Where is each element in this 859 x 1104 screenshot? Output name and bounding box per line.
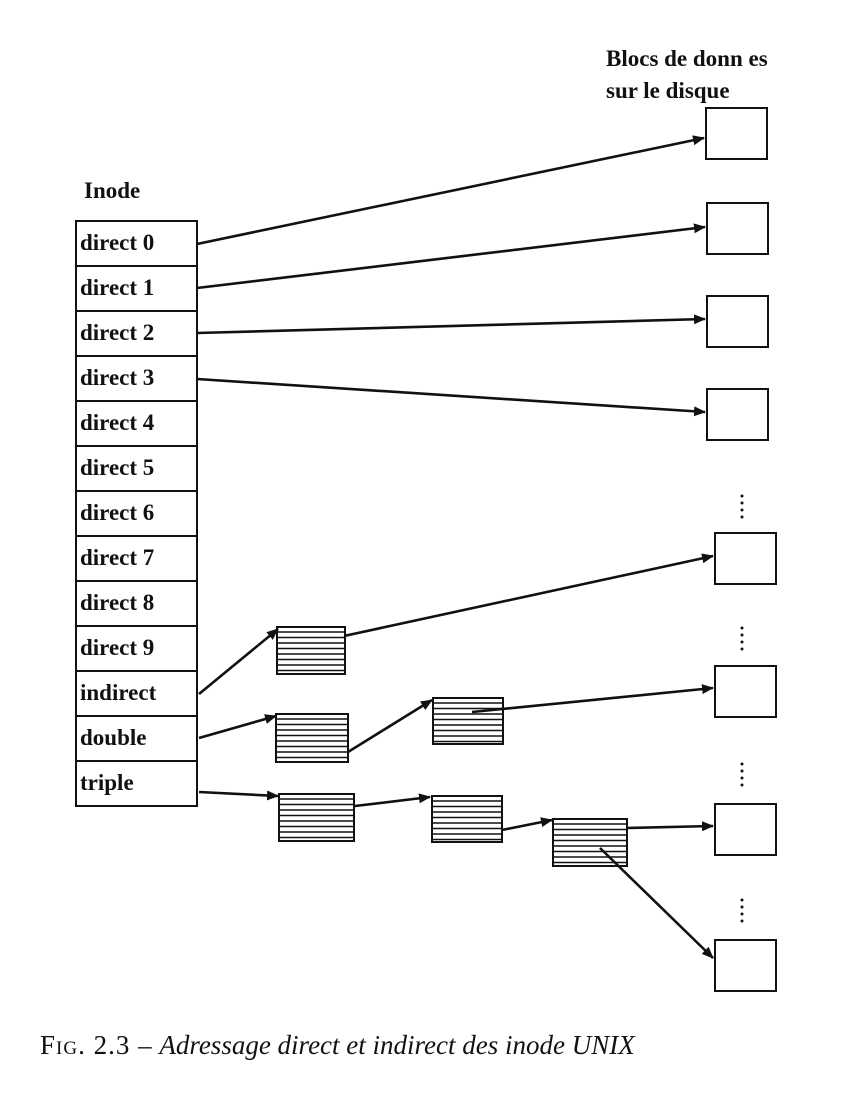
inode-entry-label: direct 4 xyxy=(80,410,155,435)
inode-row: direct 1 xyxy=(75,265,198,312)
figure-number: Fig. 2.3 – xyxy=(40,1030,153,1060)
data-block xyxy=(714,532,777,585)
inode-entry-label: direct 8 xyxy=(80,590,154,615)
data-block xyxy=(714,939,777,992)
vertical-ellipsis xyxy=(740,898,744,923)
inode-cell xyxy=(75,265,198,312)
inode-entry-label: indirect xyxy=(80,680,157,705)
double-indirect-level2-block xyxy=(432,697,504,745)
inode-row: direct 0 xyxy=(75,220,198,267)
pointer-arrows xyxy=(196,135,714,959)
inode-row: direct 3 xyxy=(75,355,198,402)
inode-cell xyxy=(75,355,198,402)
inode-cell xyxy=(75,760,198,807)
inode-cell xyxy=(75,625,198,672)
data-block xyxy=(706,388,769,441)
arrow-direct-2 xyxy=(196,314,706,335)
inode-entry-label: direct 6 xyxy=(80,500,154,525)
inode-cell xyxy=(75,715,198,762)
arrow-direct-3 xyxy=(196,377,706,417)
inode-cell xyxy=(75,535,198,582)
data-block xyxy=(706,295,769,348)
inode-cell xyxy=(75,445,198,492)
inode-row: triple xyxy=(75,760,198,807)
arrow-triple-to-data xyxy=(626,821,714,832)
inode-entry-label: direct 9 xyxy=(80,635,154,660)
arrow-direct-0 xyxy=(196,135,705,246)
triple-indirect-block xyxy=(278,793,355,842)
arrow-single-to-data xyxy=(343,553,714,638)
inode-cell xyxy=(75,670,198,717)
data-blocks xyxy=(705,107,777,992)
data-block xyxy=(705,107,768,160)
vertical-ellipsis xyxy=(740,626,744,651)
inode-row: direct 2 xyxy=(75,310,198,357)
inode-table: direct 0 direct 1 direct 2 direct 3 direct 4… xyxy=(75,220,198,807)
single-indirect-block xyxy=(276,626,346,675)
data-block xyxy=(714,665,777,718)
triple-indirect-level2-block xyxy=(431,795,503,843)
indirect-blocks xyxy=(275,626,628,867)
inode-entry-label: double xyxy=(80,725,146,750)
inode-entry-label: direct 7 xyxy=(80,545,154,570)
inode-entry-label: direct 0 xyxy=(80,230,154,255)
inode-row: direct 4 xyxy=(75,400,198,447)
double-indirect-block xyxy=(275,713,349,763)
inode-entry-label: triple xyxy=(80,770,134,795)
blocks-title-line-2: sur le disque xyxy=(606,78,730,103)
inode-row: direct 8 xyxy=(75,580,198,627)
arrow-triple-to-data-2 xyxy=(599,847,714,959)
inode-row: direct 9 xyxy=(75,625,198,672)
inode-entry-label: direct 1 xyxy=(80,275,154,300)
figure-caption: Fig. 2.3 – Adressage direct et indirect … xyxy=(40,1030,840,1061)
vertical-ellipsis xyxy=(740,494,744,519)
arrow-double-l1-to-l2 xyxy=(347,698,433,754)
inode-entry-label: direct 3 xyxy=(80,365,154,390)
arrow-double-to-data xyxy=(471,684,714,714)
blocks-title-line-1: Blocs de donn es xyxy=(606,46,768,71)
arrow-triple-l2-to-l3 xyxy=(501,817,553,832)
vertical-ellipsis xyxy=(740,762,744,787)
arrow-indirect xyxy=(198,627,279,696)
caption-text: Adressage direct et indirect des inode U… xyxy=(159,1030,635,1060)
triple-indirect-level3-block xyxy=(552,818,628,867)
inode-cell xyxy=(75,220,198,267)
inode-row: indirect xyxy=(75,670,198,717)
arrow-direct-1 xyxy=(196,223,706,290)
arrow-triple xyxy=(198,790,279,801)
ellipsis-marks xyxy=(740,494,744,923)
inode-entry-label: direct 5 xyxy=(80,455,154,480)
data-block xyxy=(714,803,777,856)
inode-row: direct 7 xyxy=(75,535,198,582)
data-block xyxy=(706,202,769,255)
inode-row: direct 6 xyxy=(75,490,198,537)
inode-entry-label: direct 2 xyxy=(80,320,154,345)
arrow-triple-l1-to-l2 xyxy=(354,793,431,808)
inode-row: double xyxy=(75,715,198,762)
inode-row: direct 5 xyxy=(75,445,198,492)
inode-title: Inode xyxy=(84,178,140,203)
arrow-double xyxy=(198,714,277,740)
